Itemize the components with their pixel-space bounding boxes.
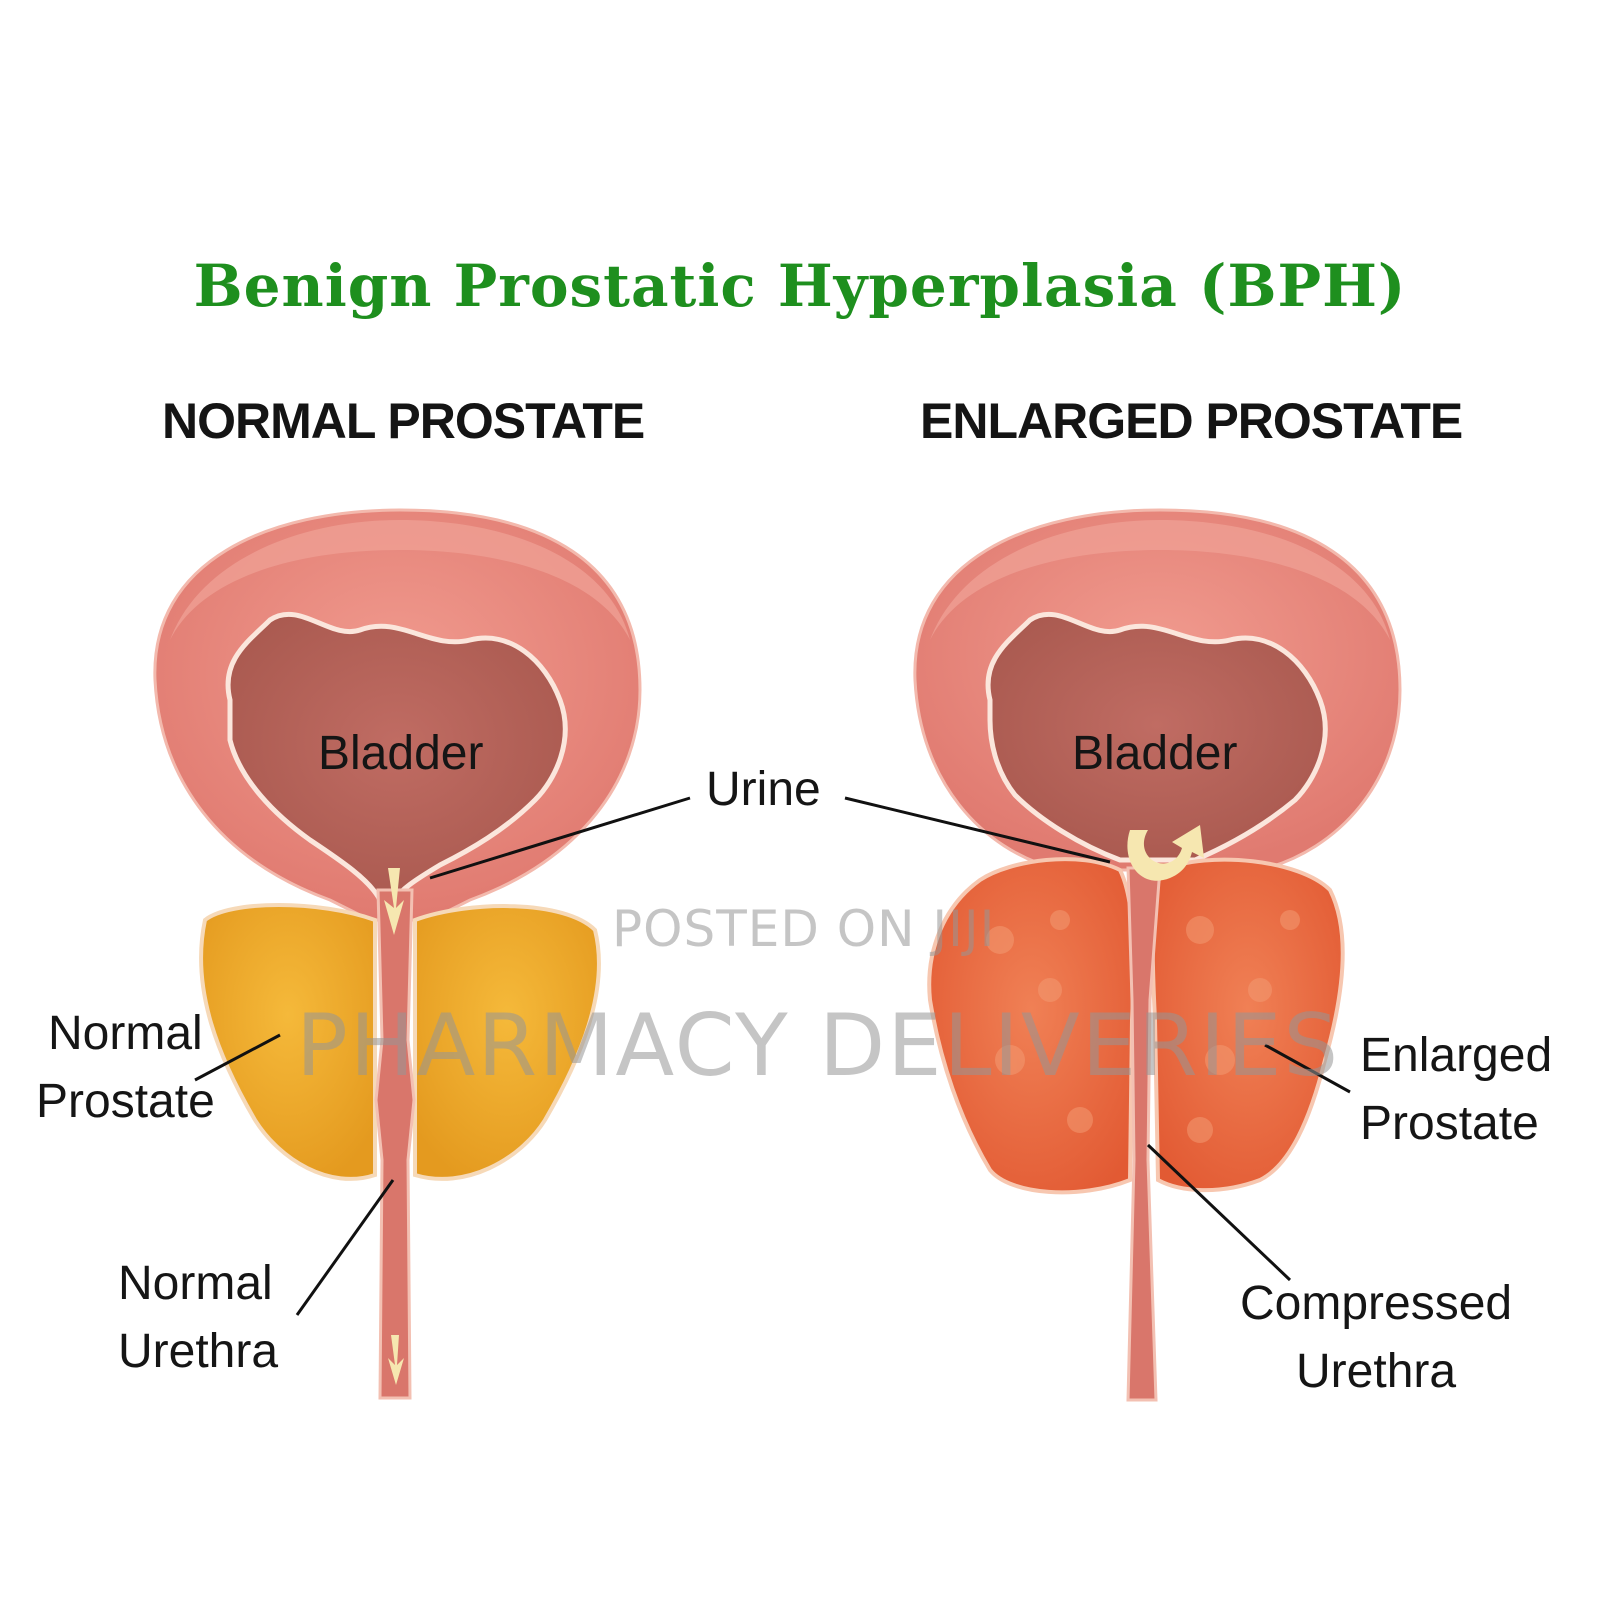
normal-prostate-label-line2: Prostate (36, 1075, 215, 1128)
enlarged-urine-arrow (1127, 825, 1204, 881)
urine-leader-left (429, 796, 691, 880)
normal-prostate-left-lobe (199, 903, 377, 1181)
enlarged-prostate-label: Enlarged Prostate (1360, 1022, 1552, 1158)
normal-prostate-illustration (153, 508, 642, 1400)
normal-prostate-leader (194, 1033, 281, 1082)
enlarged-prostate-label-line2: Prostate (1360, 1097, 1539, 1150)
enlarged-bladder-inner (985, 611, 1328, 863)
normal-prostate-label: Normal Prostate (36, 1000, 215, 1136)
normal-urethra-label: Normal Urethra (118, 1250, 278, 1386)
compressed-urethra-label-line2: Urethra (1296, 1345, 1457, 1398)
urine-leader-right (844, 796, 1111, 864)
enlarged-bladder-label: Bladder (1072, 727, 1238, 780)
normal-bladder-label: Bladder (318, 727, 484, 780)
urine-label: Urine (706, 763, 821, 816)
enlarged-prostate-label-line1: Enlarged (1360, 1029, 1553, 1082)
enlarged-prostate-right-lobe (1150, 857, 1345, 1193)
normal-bladder-inner (225, 611, 568, 903)
normal-urethra-label-line1: Normal (118, 1257, 273, 1310)
compressed-urethra (1126, 866, 1162, 1402)
enlarged-prostate-illustration (913, 508, 1402, 1402)
compressed-urethra-label-line1: Compressed (1240, 1277, 1513, 1330)
normal-urine-arrow-bottom (388, 1335, 404, 1385)
compressed-urethra-label: Compressed Urethra (1240, 1270, 1512, 1406)
normal-prostate-heading: NORMAL PROSTATE (162, 393, 645, 449)
normal-urethra-leader (295, 1179, 395, 1316)
normal-urethra-label-line2: Urethra (118, 1325, 279, 1378)
enlarged-prostate-left-lobe (927, 857, 1136, 1195)
enlarged-prostate-leader (1264, 1043, 1351, 1094)
normal-prostate-right-lobe (413, 904, 601, 1181)
normal-urine-arrow-top (384, 868, 404, 935)
leader-lines (194, 796, 1351, 1316)
normal-urethra (374, 888, 416, 1400)
compressed-urethra-leader (1146, 1143, 1292, 1282)
normal-prostate-label-line1: Normal (48, 1007, 203, 1060)
diagram-title: Benign Prostatic Hyperplasia (BPH) (193, 252, 1407, 320)
enlarged-prostate-heading: ENLARGED PROSTATE (920, 393, 1463, 449)
